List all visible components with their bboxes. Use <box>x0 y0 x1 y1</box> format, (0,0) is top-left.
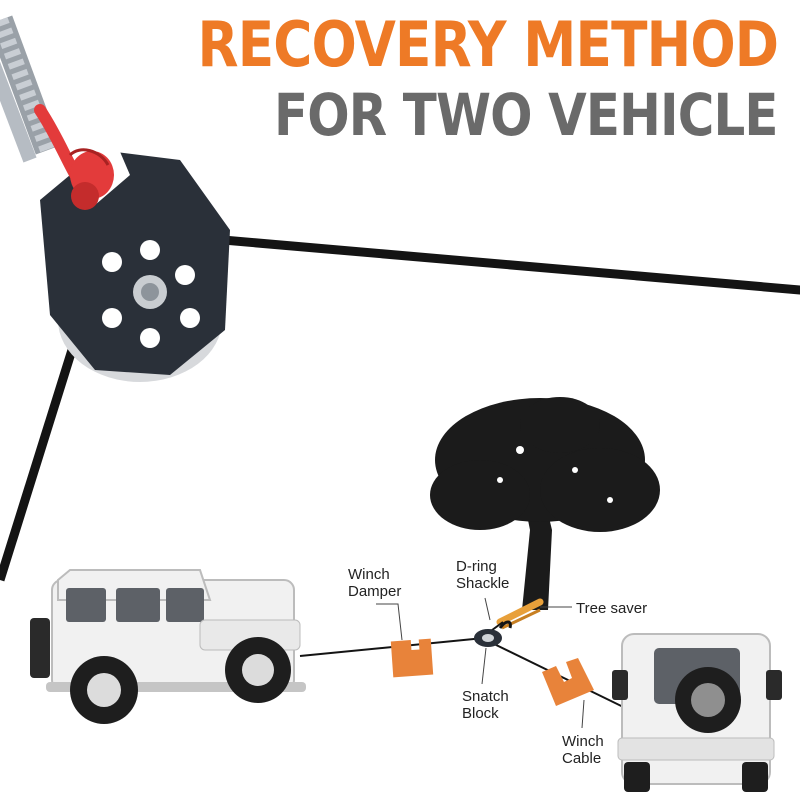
small-snatch-block-icon <box>474 620 512 647</box>
label-snatch-block: Snatch Block <box>462 688 509 722</box>
winch-cable-left <box>0 316 87 582</box>
suv-rear-icon <box>612 633 782 792</box>
title-line-2: FOR TWO VEHICLE <box>274 81 778 149</box>
winch-cable-upper <box>195 233 800 295</box>
label-winch-cable-line2: Cable <box>562 750 602 767</box>
label-tree-saver-text: Tree saver <box>576 600 648 617</box>
label-snatch-line2: Block <box>462 705 499 722</box>
leader-lines <box>376 597 585 729</box>
label-winch-damper: Winch Damper <box>348 566 401 600</box>
label-d-ring-shackle: D-ring Shackle <box>456 558 509 592</box>
synthetic-rope <box>0 15 61 163</box>
red-soft-shackle <box>34 104 114 210</box>
suv-side-icon <box>30 569 306 724</box>
label-tree-saver: Tree saver <box>576 600 647 617</box>
label-d-ring-line1: D-ring <box>456 558 497 575</box>
label-d-ring-line2: Shackle <box>456 575 510 592</box>
title-line-1: RECOVERY METHOD <box>197 8 779 81</box>
snatch-block-pulley-icon <box>40 140 230 382</box>
label-winch-damper-line2: Damper <box>348 583 402 600</box>
label-snatch-line1: Snatch <box>462 688 509 705</box>
tree-saver-strap-icon <box>496 598 544 630</box>
label-winch-damper-line1: Winch <box>348 566 390 583</box>
winch-damper-icon <box>390 638 594 706</box>
tree-icon <box>430 397 660 610</box>
label-winch-cable: Winch Cable <box>562 733 604 767</box>
label-winch-cable-line1: Winch <box>562 733 604 750</box>
